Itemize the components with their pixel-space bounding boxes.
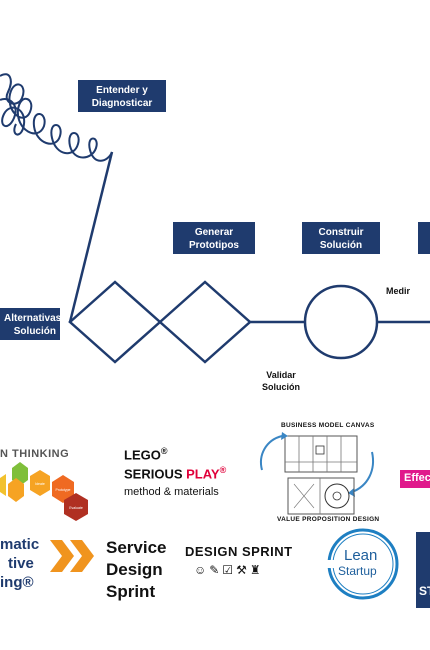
box-alternativas: Alternativas Solución [0,308,61,340]
st-logo: ST [419,584,430,598]
hex-evaluate: Evaluate [69,506,83,510]
systematic-logo-l3: ing® [0,574,34,591]
lego-logo-line3: method & materials [124,486,219,498]
box-generar: Generar Prototipos [173,222,255,254]
chevron-icon [50,540,94,572]
design-sprint-logo: DESIGN SPRINT [185,544,293,559]
box-entender: Entender y Diagnosticar [78,80,166,112]
lego-logo-line2: SERIOUS PLAY® [124,465,227,482]
effec-logo-block [400,470,430,488]
systematic-logo-l2: tive [8,555,34,572]
hex-ideate: Ideate [35,482,45,486]
lean-startup-logo-l1: Lean [344,547,378,564]
label-medir: Medir [386,286,411,296]
vpd-title: VALUE PROPOSITION DESIGN [277,516,380,523]
box-partial-right [418,222,430,254]
design-thinking-hexagons: Ideate Prototype Evaluate [0,462,88,521]
circle-node [303,284,379,360]
scribble-line [0,73,113,162]
hex-prototype: Prototype [56,488,71,492]
service-design-sprint-l3: Sprint [106,582,156,601]
bmc-title: BUSINESS MODEL CANVAS [281,422,375,429]
lego-logo-line1: LEGO® [124,446,168,463]
scribble-loops [0,98,26,136]
effec-logo: Effec [404,472,430,484]
label-validar: Validar Solución [262,370,300,392]
bmc-graphic [260,432,374,515]
design-sprint-icons: ☺✎☑⚒♜ [194,563,264,577]
box-construir: Construir Solución [302,222,380,254]
st-logo-block [416,532,430,608]
lean-startup-ring [326,528,399,600]
design-thinking-logo: N THINKING [0,448,70,460]
diamond-1 [68,280,162,364]
diamond-2 [158,280,252,364]
lean-startup-logo-l2: Startup [338,564,377,578]
service-design-sprint-l2: Design [106,560,163,579]
systematic-logo-l1: matic [0,536,40,553]
connector-down [68,151,114,323]
service-design-sprint-l1: Service [106,538,167,557]
